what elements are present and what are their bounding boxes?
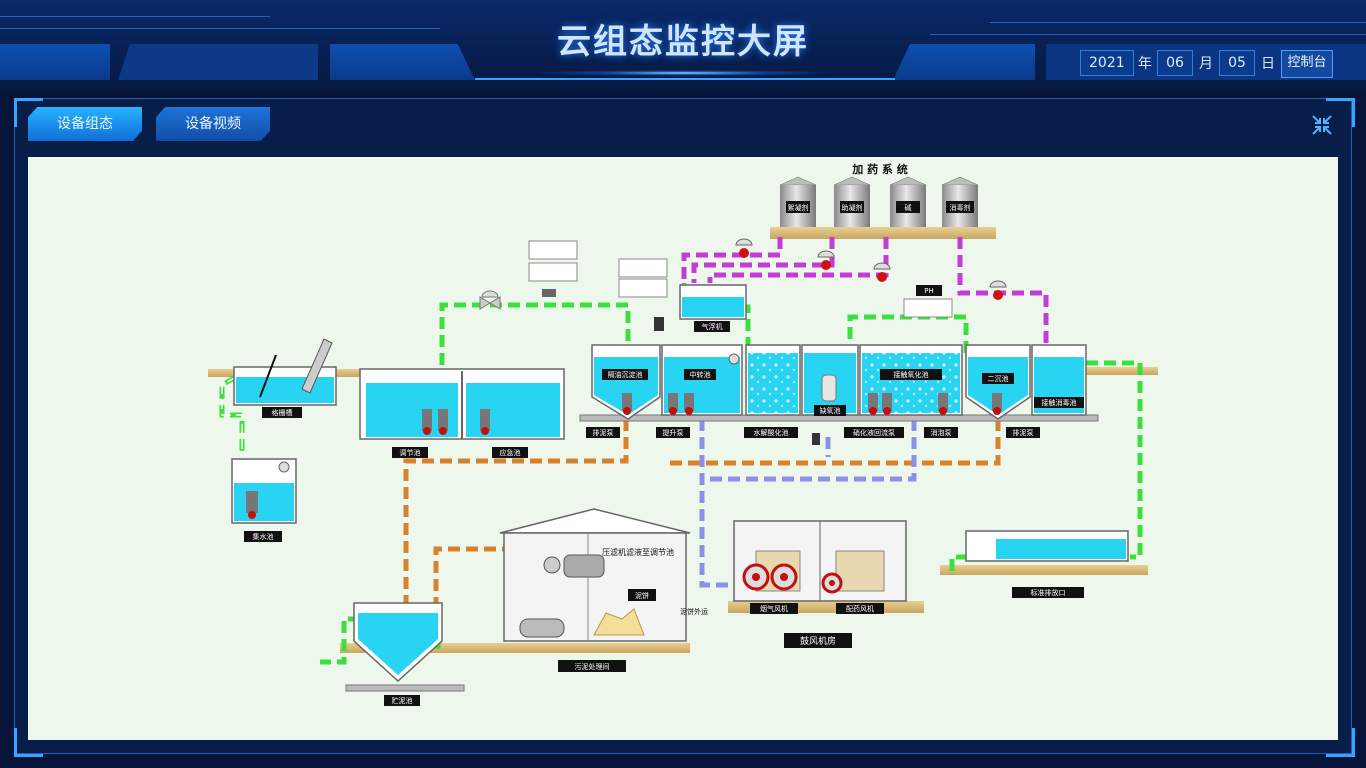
lift-pump-label: 提升泵 bbox=[663, 428, 684, 437]
sludge-pump-label: 排泥泵 bbox=[593, 428, 614, 437]
panel-corner bbox=[14, 728, 43, 757]
tab-device-video[interactable]: 设备视频 bbox=[156, 107, 270, 141]
mud-out-label: 泥饼外运 bbox=[680, 607, 708, 616]
blower-icon[interactable] bbox=[770, 563, 798, 591]
silo-icon: 消毒剂 bbox=[941, 176, 979, 227]
tank-label: 碱 bbox=[905, 204, 912, 212]
discharge-label: 标准排放口 bbox=[1031, 588, 1066, 597]
header-line bbox=[930, 34, 1366, 35]
year-field[interactable]: 2021 bbox=[1080, 50, 1134, 76]
anoxic-label: 缺氧池 bbox=[820, 406, 841, 415]
valve-icon[interactable] bbox=[735, 238, 753, 258]
panel-corner bbox=[1326, 728, 1355, 757]
pump-icon[interactable] bbox=[868, 393, 878, 415]
tank-label: 助凝剂 bbox=[842, 203, 863, 212]
header-wing bbox=[330, 44, 475, 80]
readout-box bbox=[528, 240, 578, 260]
console-button[interactable]: 控制台 bbox=[1281, 50, 1333, 78]
silo-icon: 碱 bbox=[889, 176, 927, 227]
pump-icon[interactable] bbox=[422, 409, 432, 435]
collect-label: 集水池 bbox=[253, 532, 274, 541]
process-diagram: 加 药 系 统 絮凝剂 助凝剂 碱 消毒剂 PH 格栅槽 bbox=[28, 157, 1338, 740]
month-field[interactable]: 06 bbox=[1157, 50, 1193, 76]
exhaust-fan-label: 烟气风机 bbox=[760, 604, 788, 613]
filter-press-icon bbox=[563, 554, 605, 578]
header-line bbox=[0, 16, 270, 17]
contact-oxidation-label: 接触氧化池 bbox=[894, 370, 929, 379]
valve-icon[interactable] bbox=[989, 280, 1007, 300]
sludge-room-label: 污泥处理间 bbox=[575, 662, 610, 671]
header-wing bbox=[0, 44, 110, 80]
chem-system-title: 加 药 系 统 bbox=[851, 162, 908, 176]
day-field[interactable]: 05 bbox=[1219, 50, 1255, 76]
title-glow bbox=[540, 70, 826, 76]
header-line bbox=[0, 28, 440, 29]
valve-icon[interactable] bbox=[873, 262, 891, 282]
pump-icon[interactable] bbox=[480, 409, 490, 435]
oil-separator-label: 隔油沉淀池 bbox=[608, 370, 643, 379]
year-unit: 年 bbox=[1138, 56, 1152, 72]
panel-corner bbox=[14, 98, 43, 127]
filter-press-label: 压滤机滤液至调节池 bbox=[602, 547, 674, 557]
tank-label: 消毒剂 bbox=[950, 203, 971, 212]
pump-icon[interactable] bbox=[882, 393, 892, 415]
sludge-tank-label: 贮泥池 bbox=[392, 696, 413, 705]
title-underline bbox=[475, 78, 895, 80]
header-line bbox=[990, 22, 1366, 23]
header: 云组态监控大屏 2021 年 06 月 05 日 控制台 bbox=[0, 0, 1366, 92]
ph-tag bbox=[916, 285, 942, 296]
readout-box bbox=[903, 298, 953, 318]
tab-device-config[interactable]: 设备组态 bbox=[28, 107, 142, 141]
hydrolysis-label: 水解酸化池 bbox=[754, 428, 789, 437]
pump-icon[interactable] bbox=[668, 393, 678, 415]
neutral-label: 中转池 bbox=[690, 370, 711, 379]
tank-label: 絮凝剂 bbox=[788, 203, 809, 212]
sludge-pump-label: 排泥泵 bbox=[1013, 428, 1034, 437]
pump-icon[interactable] bbox=[246, 491, 258, 519]
silo-icon: 絮凝剂 bbox=[779, 176, 817, 227]
collapse-icon[interactable] bbox=[1311, 114, 1333, 136]
defoam-pump-label: 消泡泵 bbox=[931, 428, 952, 437]
regulate-label: 调节池 bbox=[400, 448, 421, 457]
month-unit: 月 bbox=[1199, 56, 1213, 72]
nitrif-pump-label: 硝化液回流泵 bbox=[853, 428, 895, 437]
readout-box bbox=[618, 278, 668, 298]
aux-fan-label: 配药风机 bbox=[846, 604, 874, 613]
pump-icon[interactable] bbox=[622, 393, 632, 415]
blower-icon[interactable] bbox=[821, 572, 843, 594]
blower-room-label: 鼓风机房 bbox=[800, 635, 836, 647]
mud-cake-label: 泥饼 bbox=[635, 591, 649, 600]
ph-label: PH bbox=[924, 287, 934, 295]
header-wing bbox=[118, 44, 318, 80]
pump-icon[interactable] bbox=[684, 393, 694, 415]
readout-box bbox=[528, 262, 578, 282]
second-sed-label: 二沉池 bbox=[988, 374, 1009, 383]
header-wing bbox=[893, 44, 1035, 80]
day-unit: 日 bbox=[1261, 56, 1275, 72]
grille-label: 格栅槽 bbox=[272, 408, 293, 417]
pump-icon[interactable] bbox=[938, 393, 948, 415]
valve-icon[interactable] bbox=[479, 290, 501, 310]
page-title: 云组态监控大屏 bbox=[557, 22, 809, 62]
flow-meter-icon bbox=[542, 289, 556, 297]
pump-icon[interactable] bbox=[438, 409, 448, 435]
disinfect-label: 接触消毒池 bbox=[1042, 398, 1077, 407]
blower-icon[interactable] bbox=[742, 563, 770, 591]
valve-icon[interactable] bbox=[817, 250, 835, 270]
emergency-label: 应急池 bbox=[500, 448, 521, 457]
panel-corner bbox=[1326, 98, 1355, 127]
silo-icon: 助凝剂 bbox=[833, 176, 871, 227]
flotation-label: 气浮机 bbox=[702, 322, 723, 331]
readout-box bbox=[618, 258, 668, 278]
process-diagram-svg: 加 药 系 统 絮凝剂 助凝剂 碱 消毒剂 PH 格栅槽 bbox=[208, 162, 1158, 706]
pump-icon[interactable] bbox=[992, 393, 1002, 415]
